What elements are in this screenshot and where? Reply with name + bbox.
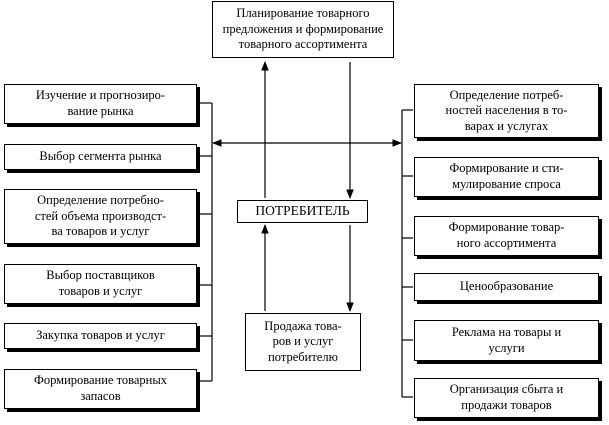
left-box-demand-volume: Определение потребно- стей объема произв…: [4, 189, 197, 244]
left-box-segment: Выбор сегмента рынка: [4, 144, 197, 170]
right-box-advertising: Реклама на товары и услуги: [414, 320, 599, 361]
right-box-label: Определение потреб- ностей населения в т…: [445, 87, 568, 133]
right-box-label: Реклама на товары и услуги: [451, 324, 562, 355]
left-box-label: Выбор поставщиков товаров и услуг: [46, 268, 155, 298]
right-box-label: Ценообразование: [459, 279, 554, 294]
right-box-label: Организация сбыта и продажи товаров: [449, 382, 564, 412]
left-box-market-research: Изучение и прогнозиро- вание рынка: [4, 84, 197, 124]
planning-label: Планирование товарного предложения и фор…: [222, 6, 384, 52]
right-box-pricing: Ценообразование: [414, 273, 599, 301]
left-box-label: Выбор сегмента рынка: [39, 149, 162, 164]
left-box-purchasing: Закупка товаров и услуг: [4, 323, 197, 349]
right-box-assortment: Формирование товар- ного ассортимента: [414, 216, 599, 256]
left-box-label: Закупка товаров и услуг: [36, 328, 165, 343]
left-box-inventory: Формирование товарных запасов: [4, 369, 197, 409]
planning-box: Планирование товарного предложения и фор…: [212, 1, 394, 58]
consumer-box: ПОТРЕБИТЕЛЬ: [237, 200, 368, 223]
right-box-label: Формирование товар- ного ассортимента: [448, 220, 565, 250]
left-box-label: Определение потребно- стей объема произв…: [34, 193, 167, 239]
right-box-sales-organization: Организация сбыта и продажи товаров: [414, 378, 599, 418]
consumer-label: ПОТРЕБИТЕЛЬ: [255, 203, 350, 219]
left-box-label: Изучение и прогнозиро- вание рынка: [35, 88, 166, 118]
left-box-suppliers: Выбор поставщиков товаров и услуг: [4, 264, 197, 304]
right-box-needs: Определение потреб- ностей населения в т…: [414, 84, 599, 138]
sales-label: Продажа това- ров и услуг потребителю: [264, 318, 342, 364]
sales-box: Продажа това- ров и услуг потребителю: [245, 313, 361, 371]
right-box-label: Формирование и сти- мулирование спроса: [449, 161, 564, 191]
left-box-label: Формирование товарных запасов: [33, 373, 168, 403]
right-box-demand: Формирование и сти- мулирование спроса: [414, 157, 599, 197]
